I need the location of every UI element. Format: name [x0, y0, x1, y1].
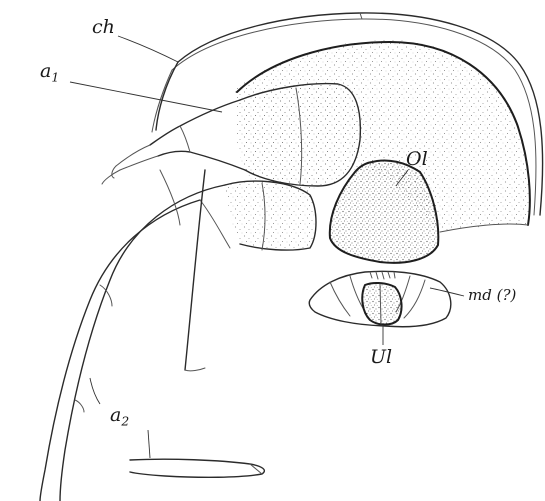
label-a1-sub: 1: [51, 70, 59, 84]
label-a1: a1: [40, 62, 59, 84]
second-antenna: [40, 181, 316, 501]
label-md: md (?): [468, 288, 516, 303]
label-ol-text: Ol: [406, 148, 428, 170]
label-ch: ch: [92, 18, 115, 37]
label-ol: Ol: [406, 150, 428, 169]
leader-a1: [70, 82, 222, 112]
leader-a2-tip: [148, 430, 150, 458]
label-a1-base: a: [40, 60, 51, 82]
label-ul: Ul: [370, 348, 392, 367]
leader-ch: [118, 36, 178, 62]
label-a2: a2: [110, 406, 129, 428]
label-a2-sub: 2: [121, 414, 129, 428]
label-ul-text: Ul: [370, 346, 392, 368]
lower-lip: [362, 283, 401, 325]
label-md-text: md (?): [468, 286, 516, 304]
label-ch-text: ch: [92, 16, 115, 38]
first-antenna: [102, 84, 360, 186]
leader-a2: [90, 378, 100, 404]
label-a2-base: a: [110, 404, 121, 426]
